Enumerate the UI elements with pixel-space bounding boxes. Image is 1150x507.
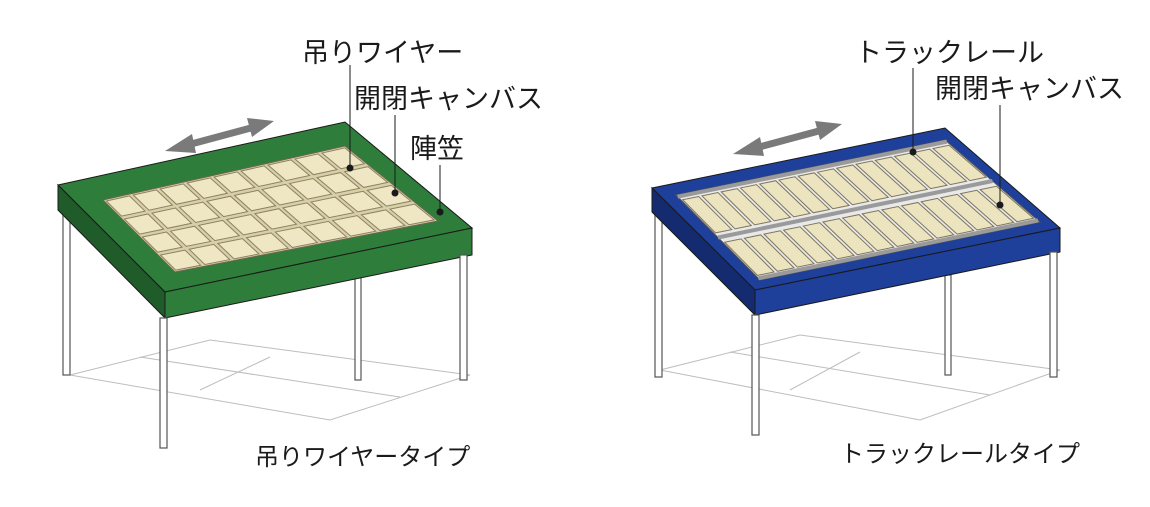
canvas-strip xyxy=(912,148,968,186)
canvas-cell xyxy=(186,177,229,199)
canvas-cell xyxy=(253,208,298,230)
track-rail xyxy=(757,218,1039,281)
canvas-panels xyxy=(102,145,440,273)
canvas-strip xyxy=(723,238,776,276)
canvas-cell xyxy=(245,232,290,254)
canvas-cell xyxy=(123,213,165,235)
canvas-strip xyxy=(874,156,929,194)
canvas-strip xyxy=(802,222,855,260)
callout-lines xyxy=(349,65,441,212)
canvas-cell xyxy=(343,166,389,188)
canvas-strip xyxy=(720,188,772,226)
canvas-cell xyxy=(302,220,348,243)
canvas-cell xyxy=(141,231,184,253)
canvas-strip xyxy=(920,197,975,235)
double-arrow-icon xyxy=(733,121,842,156)
canvas-cell xyxy=(338,190,384,213)
canvas-strip xyxy=(681,195,733,234)
canvas-strip xyxy=(880,205,935,243)
canvas-cell xyxy=(315,172,361,194)
canvas-strip xyxy=(758,180,812,218)
canvas-cell xyxy=(216,238,261,260)
canvas-cell xyxy=(205,195,249,218)
canvas-strip xyxy=(841,214,895,252)
canvas-cell xyxy=(388,203,436,226)
canvas-strip xyxy=(835,164,890,202)
canvas-cell xyxy=(169,225,212,247)
callout-dots xyxy=(909,148,1004,209)
canvas-cell xyxy=(274,226,319,248)
callout-dots xyxy=(346,164,444,216)
label-canvas: 開閉キャンバス xyxy=(354,84,543,115)
canvas-cell xyxy=(309,196,355,219)
canvas-strip xyxy=(931,144,988,182)
label-canvas: 開閉キャンバス xyxy=(935,74,1124,105)
caption-rail-type: トラックレールタイプ xyxy=(840,440,1080,468)
canvas-strip xyxy=(854,160,909,198)
canvas-cell xyxy=(266,159,311,182)
label-hanging-wire: 吊りワイヤー xyxy=(302,38,463,69)
floor-outline xyxy=(659,334,1061,421)
wire-type-diagram: 吊りワイヤー 開閉キャンバス 陣笠 吊りワイヤータイプ xyxy=(57,38,543,471)
canvas-cell xyxy=(178,201,221,224)
canvas-cell xyxy=(366,184,412,207)
canvas-cell xyxy=(213,171,256,193)
canvas-strip xyxy=(939,193,995,231)
canvas-cell xyxy=(159,249,202,271)
canvas-cell xyxy=(233,189,277,212)
label-track-rail: トラックレール xyxy=(855,38,1044,69)
double-arrow-icon xyxy=(165,118,274,153)
canvas-strip xyxy=(959,189,1015,227)
canvas-strip xyxy=(797,172,851,210)
canvas-cell xyxy=(225,214,269,236)
track-rail xyxy=(717,179,993,240)
track-rail xyxy=(677,139,948,199)
canvas-strip xyxy=(821,218,875,256)
canvas-strip xyxy=(900,201,955,239)
front-posts xyxy=(751,251,1058,436)
canvas-cell xyxy=(281,202,327,224)
label-jingasa: 陣笠 xyxy=(410,134,464,165)
canvas-strip xyxy=(816,168,870,206)
canvas-strip xyxy=(762,230,816,268)
canvas-cell xyxy=(288,177,333,200)
canvas-strip xyxy=(979,185,1035,223)
canvas-cell xyxy=(360,209,406,231)
canvas-cell xyxy=(188,243,231,266)
canvas-strip xyxy=(861,210,915,248)
canvas-strip xyxy=(739,184,792,222)
front-posts xyxy=(159,254,468,449)
canvas-cell xyxy=(331,215,377,237)
canvas-panels xyxy=(674,139,1042,281)
canvas-cell xyxy=(159,183,201,205)
canvas-cell xyxy=(239,165,284,188)
canvas-cell xyxy=(150,207,193,229)
callout-lines xyxy=(912,68,1001,205)
canvas-cell xyxy=(260,183,305,206)
canvas-strip xyxy=(700,192,753,230)
canvas-strip xyxy=(782,226,835,264)
canvas-strip xyxy=(743,234,796,272)
canvas-cell xyxy=(293,153,339,176)
canvas-cell xyxy=(105,195,147,217)
caption-wire-type: 吊りワイヤータイプ xyxy=(255,443,470,471)
floor-outline xyxy=(69,339,471,421)
rail-type-diagram: トラックレール 開閉キャンバス トラックレールタイプ xyxy=(650,38,1124,468)
canvas-cell xyxy=(197,219,241,242)
canvas-strip xyxy=(893,152,949,190)
canvas-strip xyxy=(777,176,831,214)
canvas-cell xyxy=(132,189,174,211)
canvas-cell xyxy=(320,147,366,170)
